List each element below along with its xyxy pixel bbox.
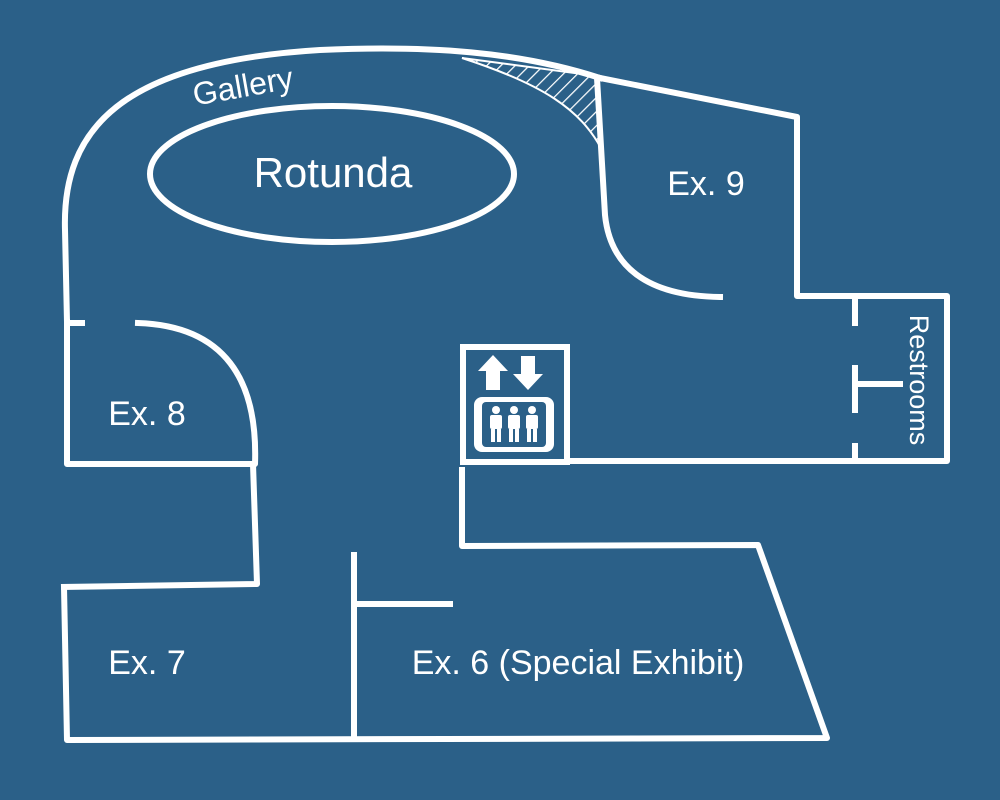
- rotunda-label[interactable]: Rotunda: [254, 149, 413, 196]
- ex9-label[interactable]: Ex. 9: [667, 165, 744, 203]
- corridor-wall: [60, 460, 260, 591]
- restrooms-label[interactable]: Restrooms: [904, 315, 934, 446]
- restroom-partition-2: [852, 365, 903, 413]
- ex7-label[interactable]: Ex. 7: [108, 644, 185, 682]
- ex8-wall: [64, 319, 259, 467]
- ex8-label[interactable]: Ex. 8: [108, 395, 185, 433]
- elevator-icon[interactable]: [460, 344, 570, 465]
- ex6-label[interactable]: Ex. 6 (Special Exhibit): [412, 644, 745, 682]
- outer-wall-top-right: [565, 74, 950, 464]
- hatched-area: [461, 57, 602, 149]
- rotunda-shape: [147, 103, 517, 245]
- ex9-inner-curve: [593, 74, 724, 301]
- ex7-ex6-wall: [60, 467, 830, 743]
- outer-wall-left: [61, 45, 604, 326]
